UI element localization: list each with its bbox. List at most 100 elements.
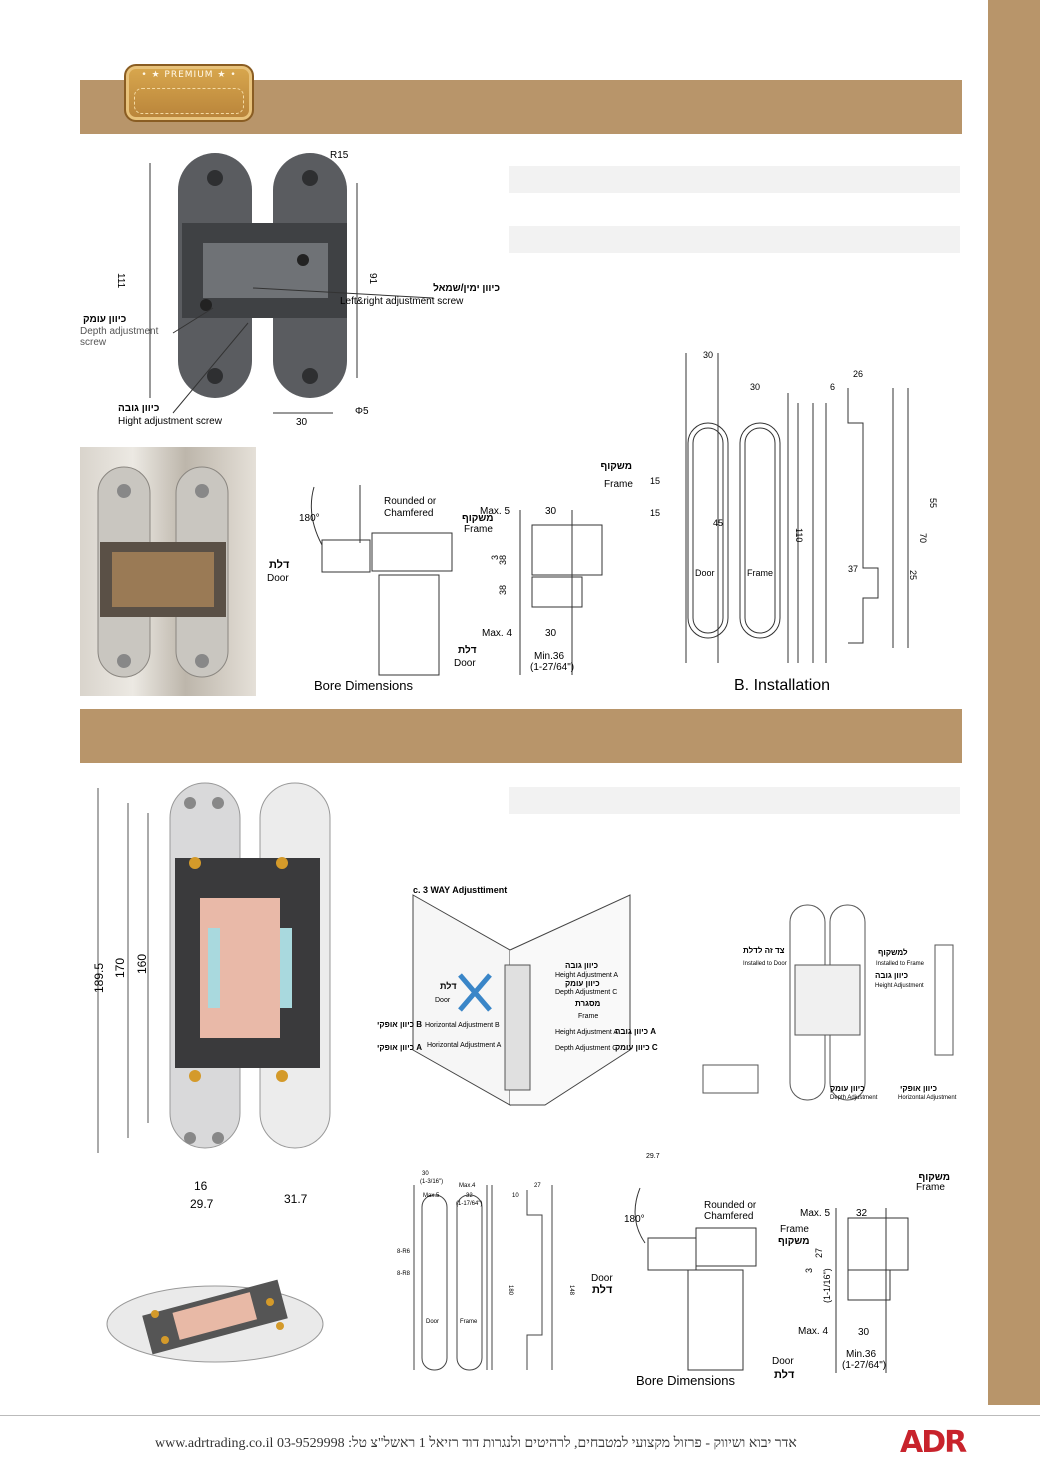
- min36-inch: (1-27/64"): [530, 662, 574, 673]
- b2-dim-30: 30: [858, 1327, 870, 1338]
- frame-english-2: Frame: [604, 479, 633, 490]
- installation-detail-drawing: למשקוף Installed to Frame צד זה לדלת Ins…: [702, 904, 957, 1101]
- max4-label: Max. 4: [482, 628, 512, 639]
- hinge-dimension-drawing-2: 189.5 170 160 16 29.7 31.7: [92, 782, 331, 1211]
- hinge-dimension-drawing: R15 111 91 30 Φ5 כיוון ימין/שמאל Left&ri…: [80, 150, 500, 428]
- installation-drawing-2: 30 (1-3/16") Max.4 Max.5 32 (1-17/64") 1…: [397, 1171, 574, 1371]
- inst-dim-110: 110: [794, 528, 804, 542]
- b2-door-english-2: Door: [772, 1356, 794, 1367]
- angle-180: 180°: [299, 513, 320, 524]
- height-a2-english: Height Adjustment A: [555, 1029, 618, 1036]
- top-dim-29-7: 29.7: [646, 1153, 660, 1160]
- c-dim-3-16: (1-3/16"): [420, 1179, 443, 1185]
- b2-door-hebrew: דלת: [592, 1283, 613, 1296]
- frame-english-1: Frame: [464, 524, 493, 535]
- depth-c2-english: Depth Adjustment C: [555, 1045, 617, 1052]
- c-dim-27: 27: [534, 1183, 541, 1189]
- b2-max4: Max. 4: [798, 1326, 828, 1337]
- sd-door-english: Installed to Door: [743, 961, 787, 967]
- inst-dim-70: 70: [918, 533, 928, 543]
- bore-dimensions-drawing-1: 180° Rounded or Chamfered משקוף Frame דל…: [267, 461, 633, 693]
- b2-min36: Min.36: [846, 1349, 876, 1360]
- door-hebrew-1: דלת: [269, 558, 290, 571]
- phi5-label: Φ5: [355, 406, 369, 417]
- inst-dim-55: 55: [928, 498, 938, 508]
- c-dim-10: 10: [512, 1193, 519, 1199]
- sd-frame-english: Installed to Frame: [876, 961, 925, 967]
- sd-height-english: Height Adjustment: [875, 983, 924, 989]
- b2-chamfered: Chamfered: [704, 1211, 753, 1222]
- c-door: Door: [426, 1319, 439, 1325]
- b2-frame-english: Frame: [780, 1224, 809, 1235]
- b2-frame-hebrew: משקוף: [778, 1236, 810, 1247]
- depth-adjust-english-1: Depth adjustment: [80, 326, 159, 337]
- premium-badge-text: • ★ PREMIUM ★ •: [141, 70, 237, 80]
- height-a-english: Height Adjustment A: [555, 972, 618, 979]
- horiz-a-english: Horizontal Adjustment A: [427, 1042, 502, 1049]
- installation-title: B. Installation: [734, 677, 830, 694]
- footer-contact-text: www.adrtrading.co.il 03-9529998 :אדר יבו…: [155, 1436, 797, 1451]
- b2-dim-32: 32: [856, 1208, 868, 1219]
- dim-30-top: 30: [545, 506, 557, 517]
- depth-c2-hebrew: כיוון עומק C: [615, 1043, 658, 1052]
- b2-rounded: Rounded or: [704, 1200, 757, 1211]
- b2-dim-3: 3: [804, 1268, 814, 1273]
- dim-29-7: 29.7: [190, 1197, 214, 1211]
- b2-frametop-hebrew: משקוף: [918, 1172, 950, 1183]
- min36-label: Min.36: [534, 651, 564, 662]
- c-dim-180: 180: [507, 1285, 513, 1296]
- spec-bar-3: [509, 787, 960, 814]
- b2-min36-inch: (1-27/64"): [842, 1360, 886, 1371]
- door-english-2: Door: [454, 658, 476, 669]
- frame2-english: Frame: [578, 1013, 598, 1020]
- installation-drawing: 30 30 6 26 15 15 45 110 55 70 37 25 Door…: [650, 350, 938, 694]
- b2-max5: Max. 5: [800, 1208, 830, 1219]
- c-dim-30: 30: [422, 1171, 429, 1177]
- height-adjust-hebrew: כיוון גובה: [118, 403, 159, 414]
- door-english-1: Door: [267, 573, 289, 584]
- dim-160: 160: [135, 954, 149, 974]
- hinge-3d-render: [106, 1279, 324, 1363]
- b2-angle-180: 180°: [624, 1214, 645, 1225]
- horiz-b-english: Horizontal Adjustment B: [425, 1022, 500, 1029]
- b2-dim-27: 27: [814, 1248, 824, 1258]
- sd-door-hebrew: צד זה לדלת: [743, 946, 785, 955]
- c-max5: Max.5: [423, 1193, 440, 1199]
- inst-dim-6: 6: [830, 382, 835, 392]
- section-header-band-2: [80, 709, 962, 763]
- depth-c-hebrew: כיוון עומק: [565, 979, 600, 988]
- dim-91: 91: [367, 273, 378, 285]
- c-8r8: 8-R8: [397, 1271, 411, 1277]
- dim-3: 3: [490, 555, 500, 560]
- dim-38-a: 38: [498, 555, 508, 565]
- c-dim-32: 32: [466, 1193, 473, 1199]
- frame2-hebrew: מסגרת: [575, 999, 601, 1008]
- inst-dim-37: 37: [848, 564, 858, 574]
- dim-189-5: 189.5: [92, 963, 106, 993]
- dim-170: 170: [113, 958, 127, 978]
- inst-frame-label: Frame: [747, 568, 773, 578]
- inst-dim-25: 25: [908, 570, 918, 580]
- dim-16: 16: [194, 1179, 208, 1193]
- lr-adjust-hebrew: כיוון ימין/שמאל: [433, 282, 500, 294]
- adr-logo: ADR: [900, 1425, 967, 1460]
- c-frame: Frame: [460, 1319, 478, 1325]
- chamfered-label: Chamfered: [384, 508, 433, 519]
- inst-dim-45: 45: [713, 518, 723, 528]
- three-way-title: c. 3 WAY Adjusttiment: [413, 885, 507, 895]
- c-8r6: 8-R6: [397, 1249, 411, 1255]
- b2-dim-1-1-16: (1-1/16"): [822, 1268, 832, 1303]
- dim-31-7: 31.7: [284, 1192, 308, 1206]
- sd-horiz-english: Horizontal Adjustment: [898, 1095, 957, 1101]
- inst-dim-30-a: 30: [703, 350, 713, 360]
- bore-dimensions-title-1: Bore Dimensions: [314, 678, 413, 693]
- lr-adjust-english: Left&right adjustment screw: [340, 296, 464, 307]
- c-max4: Max.4: [459, 1183, 476, 1189]
- bore-dimensions-drawing-2: 29.7 180° Rounded or Chamfered Frame משק…: [591, 1153, 950, 1388]
- door2-english: Door: [435, 997, 451, 1004]
- horiz-a-hebrew: כיוון אופקי A: [377, 1043, 422, 1052]
- inst-dim-26: 26: [853, 369, 863, 379]
- bore-dimensions-title-2: Bore Dimensions: [636, 1373, 735, 1388]
- sd-depth-english: Depth Adjustment: [830, 1095, 878, 1101]
- spec-bar-1: [509, 166, 960, 193]
